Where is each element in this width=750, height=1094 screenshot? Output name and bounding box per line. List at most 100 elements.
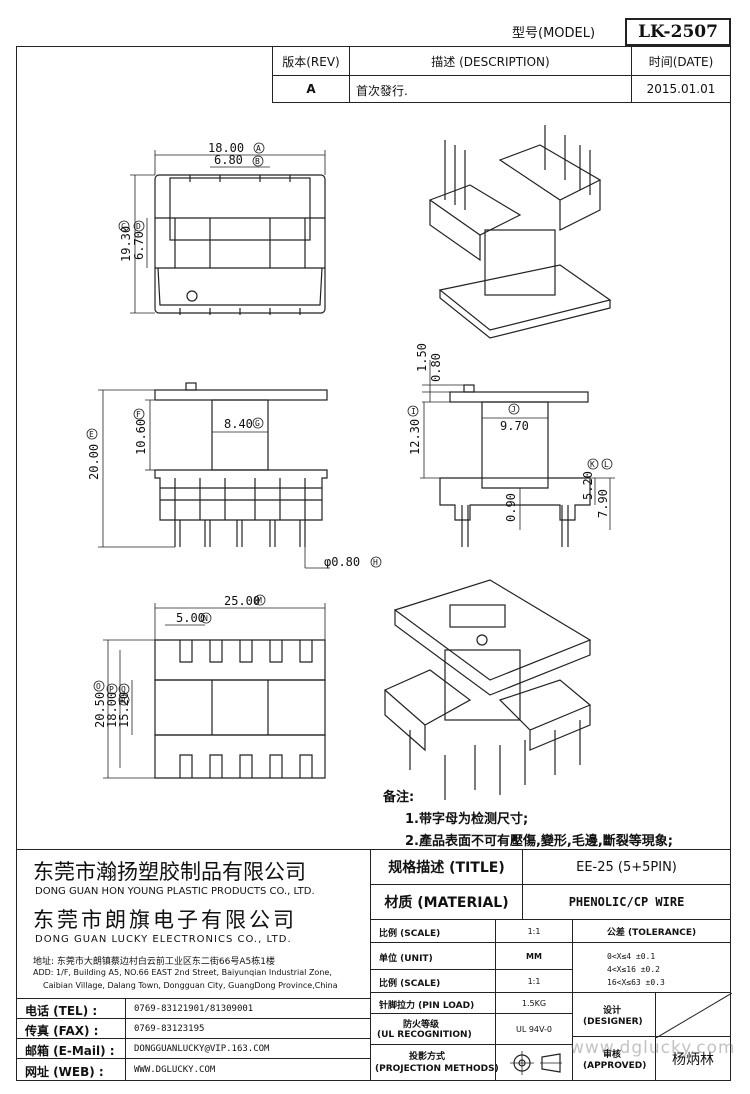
marker-e: E (86, 428, 98, 440)
contact-fax-value: 0769-83123195 (125, 1018, 371, 1039)
model-box: LK-2507 (625, 18, 731, 46)
tolerance-3: 16<X≤63 ±0.3 (607, 978, 665, 987)
dim-top-inner-h: 6.70 (132, 231, 146, 260)
dim-bottom-w: 25.00 (224, 594, 260, 608)
tolerance-1: 0<X≤4 ±0.1 (607, 952, 656, 961)
dim-front-total-h: 20.00 (87, 444, 101, 480)
dimension-markers: A B C D E F G H I J K L M N O P Q R (86, 142, 613, 706)
desc-value: 首次發行. (356, 84, 408, 98)
scale-label: 比例 (SCALE) (379, 929, 441, 939)
dim-side-top-a: 1.50 (415, 343, 429, 372)
scale2-label: 比例 (SCALE) (379, 979, 441, 989)
svg-text:R: R (121, 696, 126, 705)
approved-label-2: (APPROVED) (583, 1061, 647, 1071)
contact-mail-label: 邮箱 (E-Mail) : (16, 1038, 126, 1059)
marker-i: I (407, 405, 419, 417)
company-block: 东莞市瀚扬塑胶制品有限公司 DONG GUAN HON YOUNG PLASTI… (16, 849, 371, 999)
spec-title-label-cell: 规格描述 (TITLE) (370, 849, 523, 885)
projection-label-2: (PROJECTION METHODS) (375, 1064, 499, 1074)
marker-r: R (118, 694, 130, 706)
company1-cn: 东莞市瀚扬塑胶制品有限公司 (33, 860, 306, 884)
ul-label-cell: 防火等级 (UL RECOGNITION) (370, 1013, 496, 1045)
tolerance-2: 4<X≤16 ±0.2 (607, 965, 660, 974)
svg-text:M: M (257, 596, 262, 605)
designer-label-cell: 设计 (DESIGNER) (572, 992, 656, 1037)
marker-j: J (508, 403, 520, 415)
scale-value-cell: 1:1 (495, 919, 573, 943)
svg-text:L: L (604, 460, 609, 469)
rev-value-cell: A (272, 75, 350, 103)
ul-value: UL 94V-0 (515, 1024, 552, 1034)
drawing-linework (98, 125, 615, 800)
svg-text:C: C (121, 222, 126, 231)
model-value: LK-2507 (638, 22, 718, 42)
approved-label-1: 审核 (603, 1050, 622, 1060)
marker-l: L (601, 458, 613, 470)
svg-text:A: A (256, 144, 261, 153)
company2-cn: 东莞市朗旗电子有限公司 (33, 908, 297, 932)
tel-label: 电话 (TEL) : (25, 1004, 98, 1018)
unit-value: MM (526, 951, 542, 961)
scale-label-cell: 比例 (SCALE) (370, 919, 496, 943)
pin-load-value-cell: 1.5KG (495, 992, 573, 1014)
svg-text:F: F (136, 410, 141, 419)
marker-a: A (253, 142, 265, 154)
top-view (154, 174, 326, 315)
iso-view-top (428, 125, 612, 339)
dim-front-upper-h: 10.60 (134, 419, 148, 455)
contact-tel-value: 0769-83121901/81309001 (125, 998, 371, 1019)
scale2-value: 1:1 (527, 976, 541, 986)
date-header-text: 时间(DATE) (648, 54, 714, 69)
marker-g: G (252, 417, 264, 429)
desc-header: 描述 (DESCRIPTION) (349, 46, 632, 76)
contact-mail-value: DONGGUANLUCKY@VIP.163.COM (125, 1038, 371, 1059)
notes: 备注: 1.带字母为检测尺寸; 2.產品表面不可有壓傷,變形,毛邊,斷裂等現象; (383, 786, 673, 849)
dim-bottom-pitch: 5.00 (176, 611, 205, 625)
dim-side-pin-b: 5.20 (581, 471, 595, 500)
dim-top-inner: 6.80 (214, 153, 243, 167)
mail-label: 邮箱 (E-Mail) : (25, 1044, 115, 1058)
spec-material-value-cell: PHENOLIC/CP WIRE (522, 884, 731, 920)
svg-text:H: H (373, 558, 378, 567)
dim-side-top-b: 0.80 (429, 353, 443, 382)
spec-title-value-cell: EE-25 (5+5PIN) (522, 849, 731, 885)
dim-top-width: 18.00 (208, 141, 244, 155)
side-view (439, 384, 591, 547)
ul-label-1: 防火等级 (403, 1020, 440, 1030)
contact-web-label: 网址 (WEB) : (16, 1058, 126, 1081)
marker-m: M (254, 594, 266, 606)
watermark: www.dglucky.com (570, 1038, 736, 1058)
top-dims (130, 150, 326, 314)
notes-line2: 2.產品表面不可有壓傷,變形,毛邊,斷裂等現象; (405, 834, 673, 849)
svg-text:J: J (511, 405, 516, 414)
designer-label-2: (DESIGNER) (583, 1017, 643, 1027)
marker-k: K (587, 458, 599, 470)
designer-diagonal (656, 993, 732, 1038)
desc-header-text: 描述 (DESCRIPTION) (431, 54, 550, 69)
tel-value: 0769-83121901/81309001 (134, 1004, 254, 1014)
notes-line1: 1.带字母为检测尺寸; (405, 812, 529, 827)
marker-p: P (106, 683, 118, 695)
designer-value-cell (655, 992, 732, 1038)
front-dims (98, 389, 330, 569)
iso-view-bottom (383, 579, 592, 800)
dim-bottom-h2: 18.00 (105, 692, 119, 728)
marker-q: Q (118, 683, 130, 695)
dimension-texts: 18.00 6.80 19.30 6.70 20.00 10.60 8.40 φ… (87, 141, 610, 728)
svg-text:E: E (89, 430, 94, 439)
marker-c: C (118, 220, 130, 232)
designer-label-1: 设计 (603, 1006, 622, 1016)
company2-en: DONG GUAN LUCKY ELECTRONICS CO., LTD. (35, 934, 292, 945)
scale-value: 1:1 (527, 926, 541, 936)
spec-title-value: EE-25 (5+5PIN) (576, 859, 677, 875)
dim-bottom-h1: 20.50 (93, 692, 107, 728)
projection-label-cell: 投影方式 (PROJECTION METHODS) (370, 1044, 499, 1081)
svg-text:P: P (109, 685, 114, 694)
tolerance-label: 公差 (TOLERANCE) (606, 927, 697, 938)
svg-text:Q: Q (121, 685, 126, 694)
spec-material-value: PHENOLIC/CP WIRE (568, 895, 685, 909)
side-dims (420, 360, 615, 530)
fax-value: 0769-83123195 (134, 1024, 205, 1034)
marker-h: H (370, 556, 382, 568)
dim-pin-dia: φ0.80 (324, 555, 360, 569)
